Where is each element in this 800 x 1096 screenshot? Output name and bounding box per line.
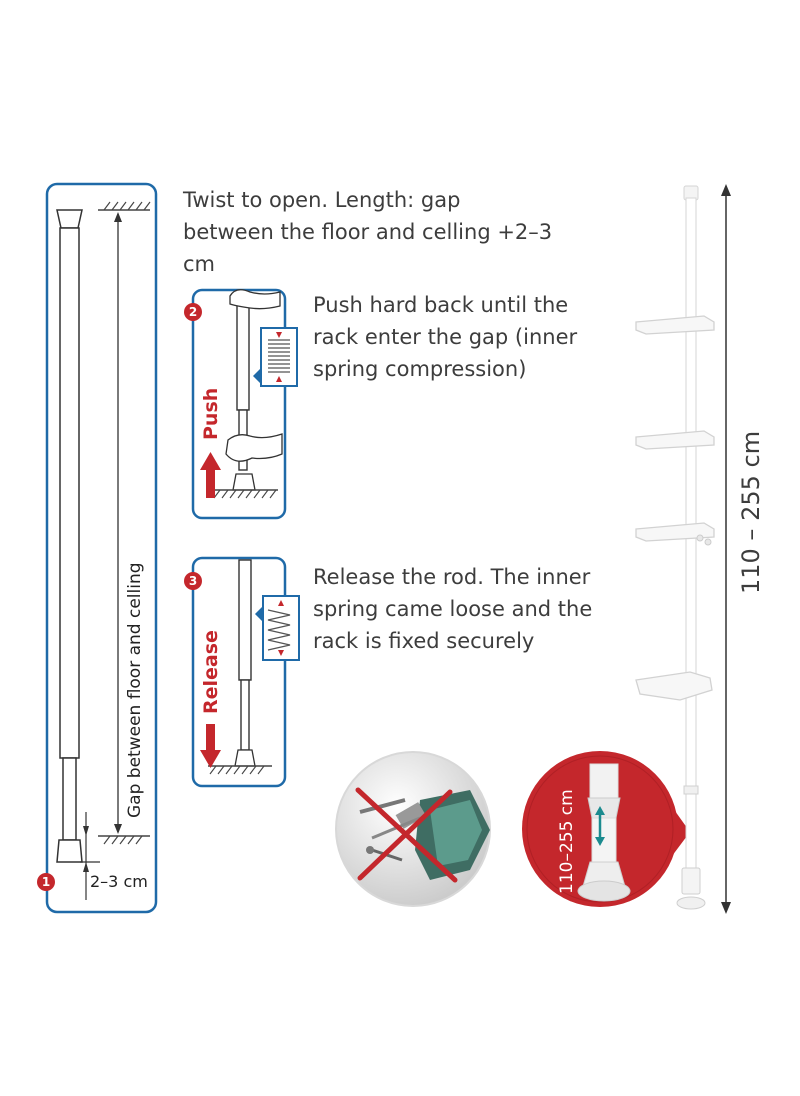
step3-number: 3 (188, 574, 198, 588)
step2-number: 2 (188, 305, 198, 319)
step3-instruction: Release the rod. The inner spring came l… (313, 565, 593, 653)
step2-instruction: Push hard back until the rack enter the … (313, 293, 578, 381)
extra-length-label: 2–3 cm (90, 872, 148, 891)
step1-number: 1 (41, 875, 51, 889)
step1-instruction: Twist to open. Length: gap between the f… (183, 188, 553, 276)
height-range-label: 110 – 255 cm (737, 430, 765, 594)
